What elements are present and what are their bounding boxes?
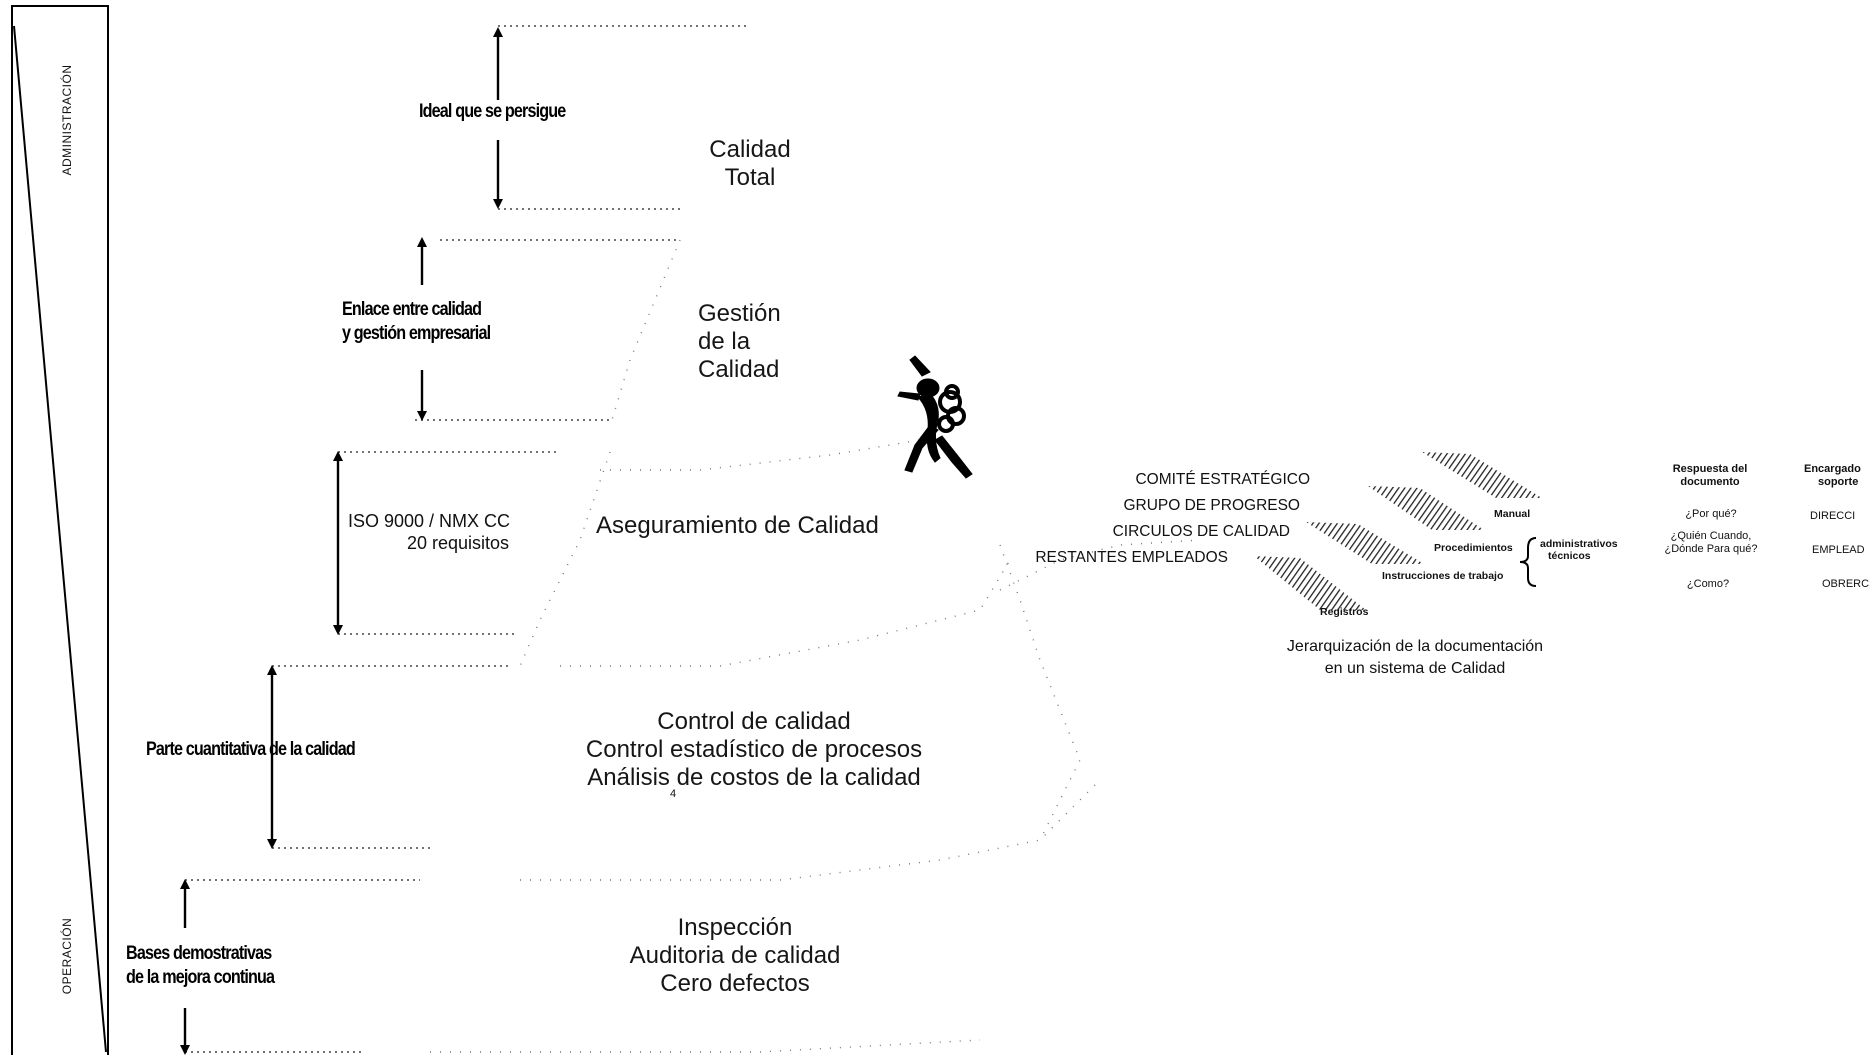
level-aseguramiento: Aseguramiento de Calidad <box>596 512 879 540</box>
figure-icon <box>898 356 972 478</box>
table-owner-2: EMPLEAD <box>1812 544 1865 557</box>
level-gestion: Gestión de la Calidad <box>698 300 781 384</box>
level-control: Control de calidad Control estadístico d… <box>560 708 948 792</box>
administracion-label: ADMINISTRACIÓN <box>60 60 76 180</box>
doc-layer-procedimientos: Procedimientos <box>1434 542 1513 554</box>
doc-layer-instrucciones: Instrucciones de trabajo <box>1382 570 1503 582</box>
level-calidad-total: Calidad Total <box>690 136 810 192</box>
label-iso: ISO 9000 / NMX CC 20 requisitos <box>348 510 510 554</box>
table-owner-1: DIRECCI <box>1810 510 1855 523</box>
doc-brace-labels: administrativos técnicos <box>1540 538 1618 562</box>
table-owner-3: OBRERC <box>1822 578 1869 591</box>
documentation-brace <box>1520 538 1536 586</box>
participant-groups: COMITÉ ESTRATÉGICO GRUPO DE PROGRESO CIR… <box>1010 467 1310 571</box>
table-question-1: ¿Por qué? <box>1666 508 1756 521</box>
stray-mark: 4 <box>670 788 676 800</box>
operacion-label: OPERACIÓN <box>60 896 76 1016</box>
doc-layer-registros: Registros <box>1320 606 1368 618</box>
label-ideal: Ideal que se persigue <box>419 100 565 124</box>
table-header-encargado: Encargado soporte <box>1804 463 1861 489</box>
table-question-3: ¿Como? <box>1668 578 1748 591</box>
table-question-2: ¿Quién Cuando, ¿Dónde Para qué? <box>1656 530 1766 556</box>
label-enlace: Enlace entre calidad y gestión empresari… <box>342 298 490 346</box>
table-header-respuesta: Respuesta del documento <box>1660 463 1760 489</box>
label-cuantitativa: Parte cuantitativa de la calidad <box>146 738 355 762</box>
documentation-caption: Jerarquización de la documentación en un… <box>1250 636 1580 680</box>
label-bases: Bases demostrativas de la mejora continu… <box>126 942 274 990</box>
level-inspeccion: Inspección Auditoria de calidad Cero def… <box>600 914 870 998</box>
doc-layer-manual: Manual <box>1494 508 1530 520</box>
